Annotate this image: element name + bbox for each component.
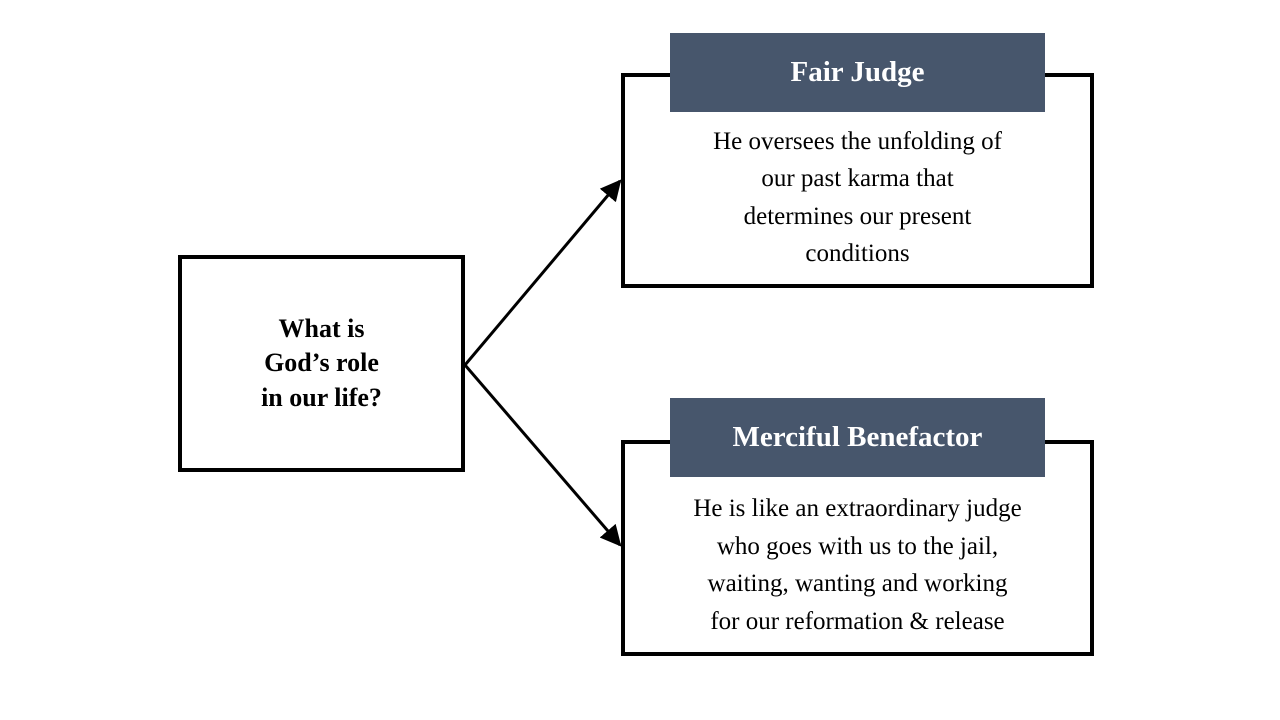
branch-card-description-merciful-benefactor: He is like an extraordinary judge who go…	[693, 495, 1022, 635]
branch-card-header-fair-judge: Fair Judge	[670, 33, 1045, 112]
branch-card-title-fair-judge: Fair Judge	[790, 56, 925, 88]
branch-card-merciful-benefactor[interactable]: He is like an extraordinary judge who go…	[621, 398, 1094, 656]
connector-root-to-fair-judge	[463, 179, 622, 366]
connector-root-to-merciful-benefactor	[463, 364, 622, 547]
branch-card-header-merciful-benefactor: Merciful Benefactor	[670, 398, 1045, 477]
branch-card-fair-judge[interactable]: He oversees the unfolding of our past ka…	[621, 33, 1094, 288]
branch-card-title-merciful-benefactor: Merciful Benefactor	[732, 421, 983, 453]
root-question-node[interactable]: What is God’s role in our life?	[178, 255, 465, 472]
branch-card-description-fair-judge: He oversees the unfolding of our past ka…	[713, 127, 1002, 268]
root-question-label: What is God’s role in our life?	[261, 313, 382, 412]
